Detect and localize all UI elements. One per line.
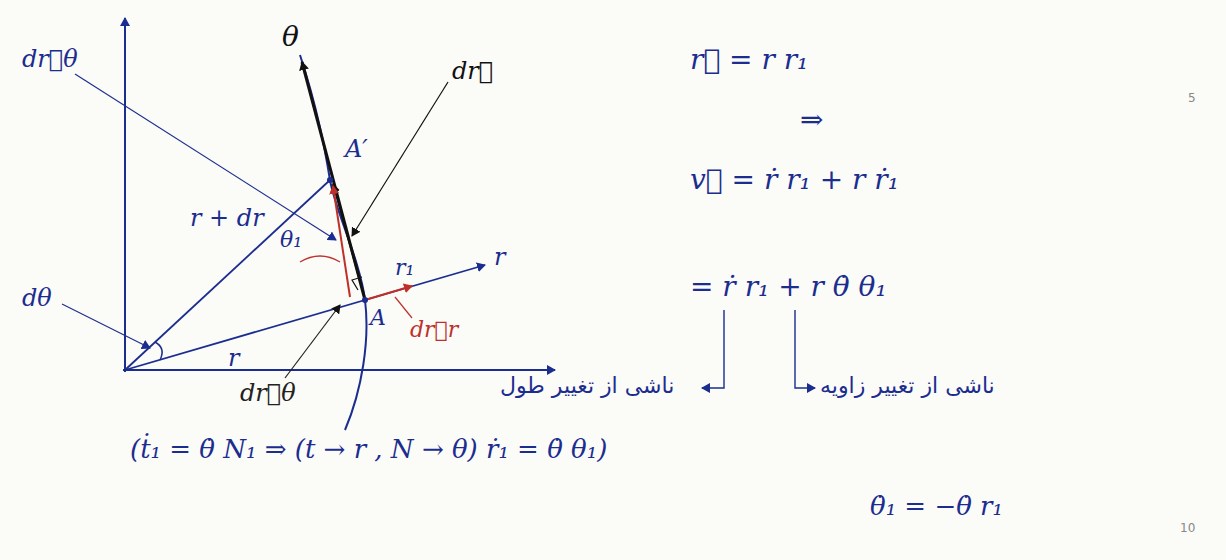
theta-axis — [302, 62, 365, 300]
equation: = ṙ r₁ + r θ̇ θ₁ — [690, 272, 887, 303]
line-number: 10 — [1180, 522, 1195, 535]
trajectory — [300, 55, 366, 430]
theta1-hook — [300, 256, 340, 262]
equation: r⃗ = r r₁ — [690, 45, 808, 76]
equation: (ṫ₁ = θ̇ N₁ ⇒ (t → r , N → θ) ṙ₁ = θ̇ θ₁… — [130, 435, 607, 464]
dr-r-component — [365, 286, 412, 300]
leader-line — [75, 74, 336, 240]
angle-label: dθ — [22, 285, 52, 311]
dr-theta-component — [333, 186, 350, 297]
point-label: A′ — [345, 136, 368, 162]
line-number: 5 — [1188, 92, 1196, 105]
point-a-prime — [327, 177, 333, 183]
leader-line — [285, 305, 340, 378]
vector-label: dr⃗r — [410, 318, 458, 342]
unit-vector-label: θ₁ — [280, 228, 302, 252]
implies-sign: ⇒ — [800, 105, 823, 136]
vector-label: dr⃗θ — [22, 46, 78, 72]
point-a — [362, 297, 368, 303]
note-hook — [795, 310, 815, 388]
leader-line — [62, 304, 150, 348]
right-angle — [352, 277, 362, 290]
vector-label: dr⃗θ — [240, 380, 296, 406]
unit-vector-label: r₁ — [395, 256, 414, 280]
note: ناشی از تغییر زاویه — [820, 374, 995, 398]
length-label: r — [228, 345, 239, 371]
r-ray — [125, 265, 485, 370]
leader-line — [395, 297, 412, 318]
length-label: r + dr — [190, 205, 264, 231]
angle-arc — [155, 342, 162, 360]
equation: θ̇₁ = −θ̇ r₁ — [870, 492, 1003, 521]
x-axis — [123, 369, 555, 371]
note-hook — [702, 310, 724, 388]
equation: v⃗ = ṙ r₁ + r ṙ₁ — [690, 165, 899, 196]
axis-label: r — [494, 244, 505, 270]
y-axis — [124, 18, 126, 372]
vector-label: dr⃗ — [452, 58, 493, 84]
axis-label: θ — [282, 22, 299, 53]
r-dr-ray — [125, 180, 330, 370]
note: ناشی از تغییر طول — [500, 374, 674, 398]
point-label: A — [370, 306, 386, 330]
dr-vector — [333, 184, 365, 300]
